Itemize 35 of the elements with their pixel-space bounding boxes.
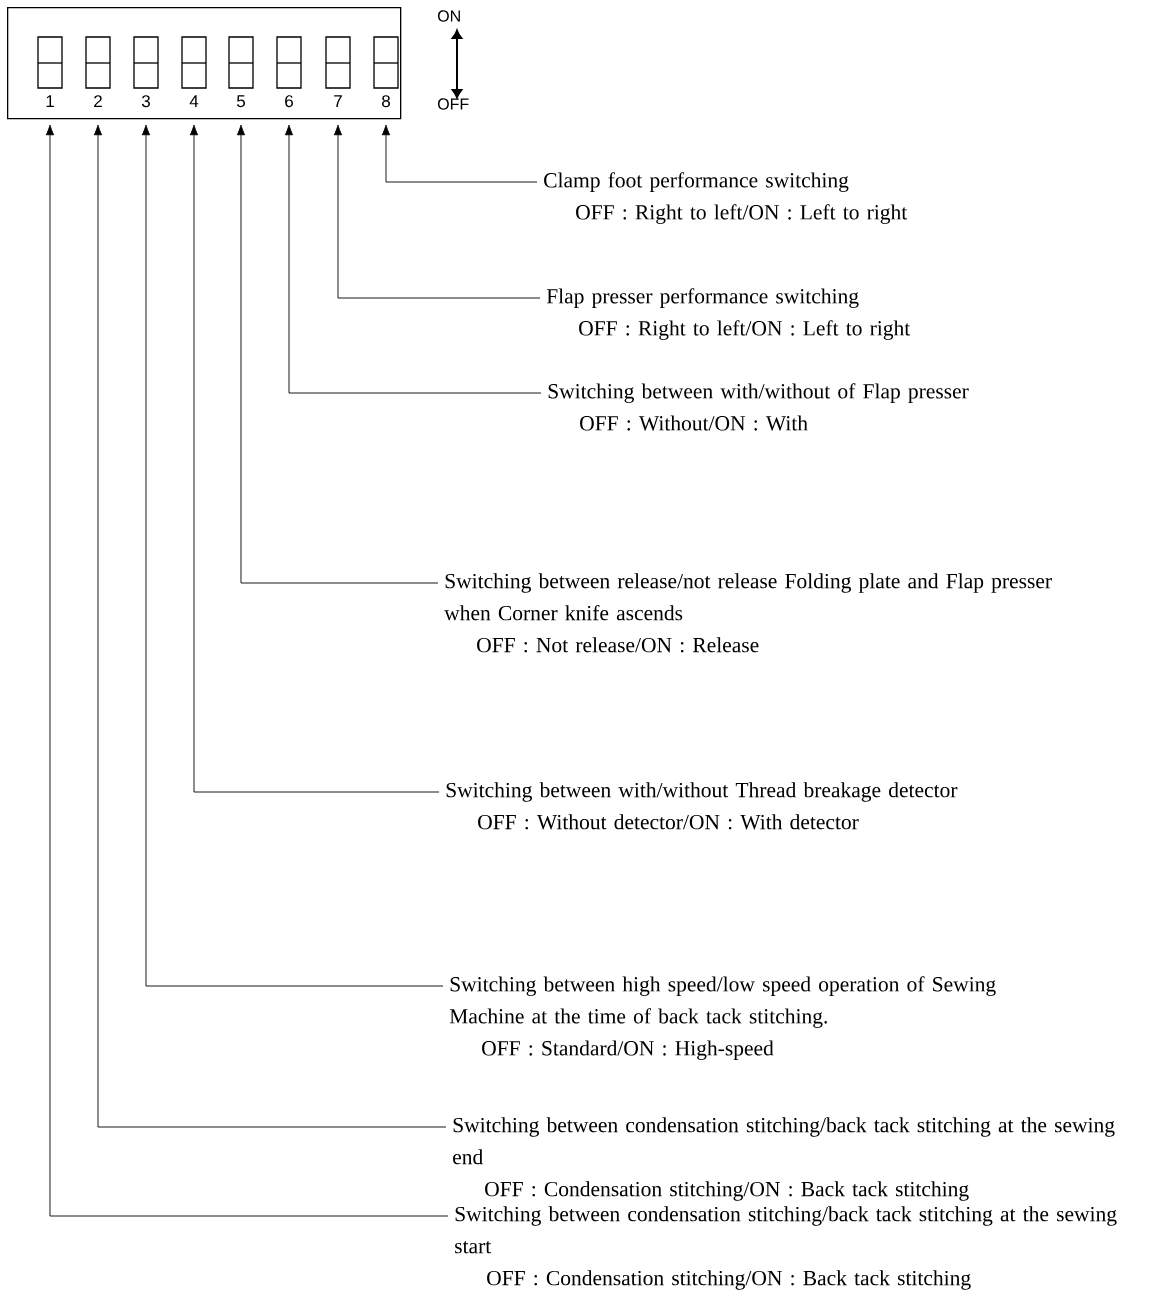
dip-switch-box: [7, 7, 402, 120]
description-text: Switching between with/without Thread breakage detector OFF : Without detector/ON : With detector: [446, 782, 958, 830]
switch: 8: [373, 36, 399, 108]
leader-arrow: [45, 124, 449, 1217]
description-text: Clamp foot performance switching OFF : Right to left/ON : Left to right: [544, 172, 908, 224]
node-label: 6: [285, 95, 293, 108]
description-text: Switching between condensation stitching/back tack stitching at the sewing end OFF : Condensation stitching/ON : Back tack stitching: [453, 1117, 1115, 1201]
switch-position-label: OFF: [437, 98, 469, 110]
description-text: Flap presser performance switching OFF : Right to left/ON : Left to right: [546, 288, 911, 340]
node-label: 5: [236, 95, 246, 108]
switch: 6: [276, 36, 302, 108]
leader-arrow: [189, 124, 440, 793]
switch-position-label: ON: [437, 10, 460, 22]
node-label: 2: [94, 95, 102, 108]
leader-arrow: [381, 124, 538, 183]
leader-arrow: [141, 124, 444, 987]
switch: 3: [133, 36, 159, 108]
leader-arrow: [333, 124, 541, 299]
leader-arrow: [284, 124, 542, 394]
description-text: Switching between condensation stitching/back tack stitching at the sewing start OFF : Condensation stitching/ON : Back tack stitching: [455, 1206, 1117, 1290]
node-label: 1: [46, 95, 54, 108]
leader-arrow: [236, 124, 439, 584]
node-label: 7: [334, 95, 342, 108]
switch: 4: [181, 36, 207, 107]
leader-arrow: [93, 124, 447, 1128]
description-text: Switching between release/not release Folding plate and Flap presser when Corner knife ascends OFF : Not release/ON : Release: [444, 573, 1052, 653]
node-label: 8: [382, 95, 390, 108]
node-label: 4: [189, 95, 199, 108]
description-text: Switching between high speed/low speed operation of Sewing Machine at the time of back tack stitching. OFF : Standard/ON : High-speed: [449, 976, 996, 1060]
switch: 7: [325, 36, 351, 107]
switch: 2: [85, 36, 111, 107]
switch: 5: [228, 36, 254, 108]
description-text: Switching between with/without of Flap presser OFF : Without/ON : With: [548, 383, 969, 431]
node-label: 3: [141, 95, 150, 108]
switch: 1: [37, 36, 63, 107]
